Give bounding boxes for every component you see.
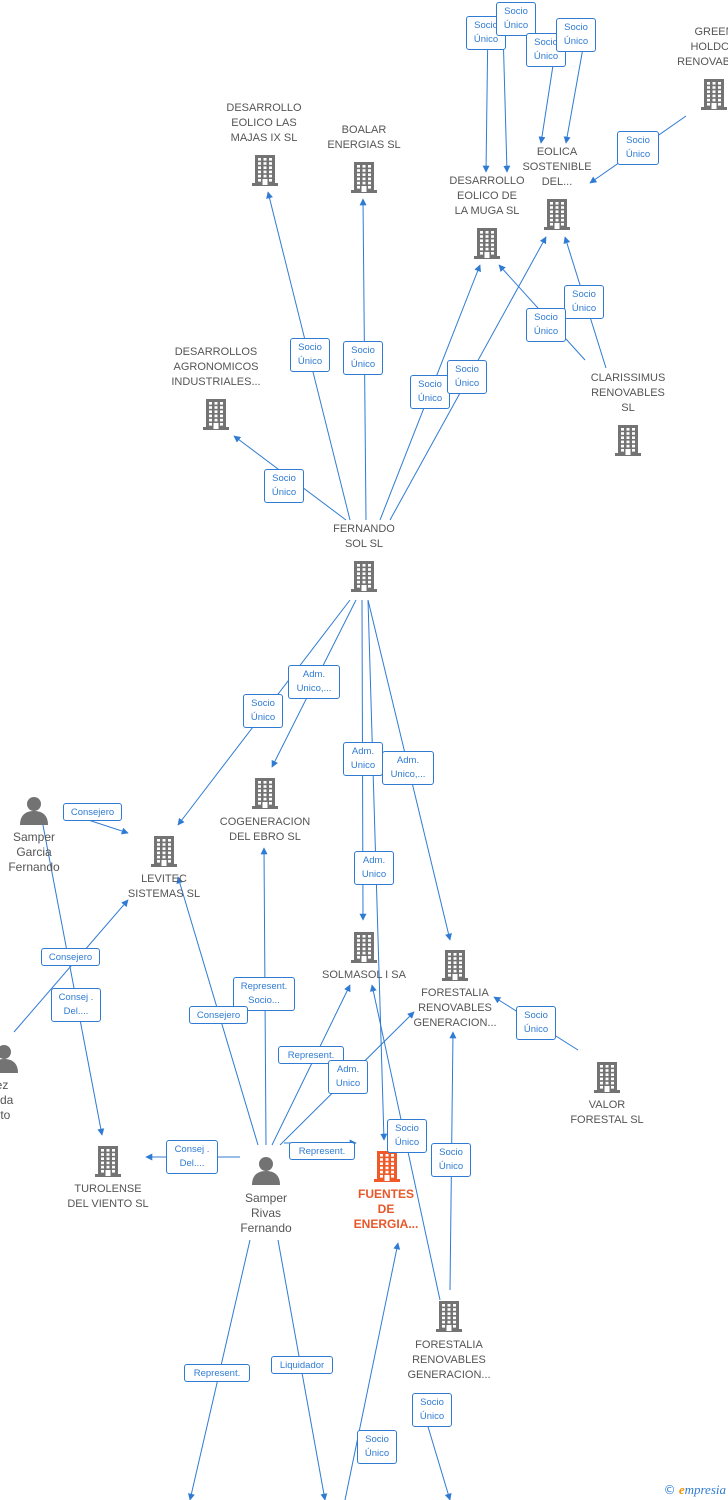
building-icon[interactable] xyxy=(350,160,378,199)
relation-label[interactable]: Socio Único xyxy=(410,375,450,409)
node-label[interactable]: TUROLENSE DEL VIENTO SL xyxy=(67,1183,149,1210)
node-label[interactable]: FORESTALIA RENOVABLES GENERACION... xyxy=(407,1339,491,1381)
brand-name: mpresia xyxy=(684,1482,726,1497)
relation-label[interactable]: Socio Único xyxy=(412,1393,452,1427)
node-label[interactable]: DESARROLLO EOLICO DE LA MUGA SL xyxy=(449,175,525,217)
relation-label[interactable]: Socio Único xyxy=(290,338,330,372)
relation-label[interactable]: Socio Único xyxy=(564,285,604,319)
relation-label[interactable]: Socio Único xyxy=(496,2,536,36)
relation-label[interactable]: Represent. xyxy=(278,1046,344,1064)
relation-label[interactable]: Socio Único xyxy=(556,18,596,52)
edge-line xyxy=(13,899,129,1033)
node-label[interactable]: Samper Rivas Fernando xyxy=(240,1191,292,1235)
node-label[interactable]: COGENERACION DEL EBRO SL xyxy=(219,816,311,843)
building-icon[interactable] xyxy=(202,397,230,436)
node-label[interactable]: EOLICA SOSTENIBLE DEL... xyxy=(522,146,592,188)
brand-initial: e xyxy=(678,1482,685,1497)
node-label[interactable]: CLARISSIMUS RENOVABLES SL xyxy=(590,372,666,414)
building-icon[interactable] xyxy=(373,1149,401,1188)
node-label[interactable]: SOLMASOL I SA xyxy=(322,969,406,981)
watermark: © empresia xyxy=(664,1482,726,1498)
relation-label[interactable]: Represent. xyxy=(289,1142,355,1160)
relation-label[interactable]: Consejero xyxy=(41,948,100,966)
relation-label[interactable]: Socio Único xyxy=(447,360,487,394)
building-icon[interactable] xyxy=(94,1144,122,1183)
relation-label[interactable]: Liquidador xyxy=(271,1356,333,1374)
building-icon[interactable] xyxy=(350,930,378,969)
node-label[interactable]: VALOR FORESTAL SL xyxy=(570,1099,644,1126)
relation-label[interactable]: Socio Único xyxy=(387,1119,427,1153)
node-label[interactable]: FERNANDO SOL SL xyxy=(333,523,395,550)
building-icon[interactable] xyxy=(350,559,378,598)
node-label[interactable]: GREEN HOLDCO RENOVABLES xyxy=(677,26,728,68)
relation-label[interactable]: Adm. Unico xyxy=(343,742,383,776)
node-label[interactable]: DESARROLLOS AGRONOMICOS INDUSTRIALES... xyxy=(171,346,261,388)
relation-label[interactable]: Socio Único xyxy=(431,1143,471,1177)
relation-label[interactable]: Socio Único xyxy=(526,308,566,342)
person-icon[interactable] xyxy=(251,1155,281,1190)
node-label[interactable]: Samper Garcia Fernando xyxy=(8,830,60,874)
building-icon[interactable] xyxy=(593,1060,621,1099)
edge-line xyxy=(502,29,511,173)
node-label[interactable]: FUENTES DE ENERGIA... xyxy=(353,1187,419,1231)
building-icon[interactable] xyxy=(473,226,501,265)
building-icon[interactable] xyxy=(700,77,728,116)
relation-label[interactable]: Consejero xyxy=(189,1006,248,1024)
building-icon[interactable] xyxy=(543,197,571,236)
building-icon[interactable] xyxy=(614,423,642,462)
relation-label[interactable]: Socio Único xyxy=(357,1430,397,1464)
relation-label[interactable]: Consejero xyxy=(63,803,122,821)
relation-label[interactable]: Socio Único xyxy=(243,694,283,728)
building-icon[interactable] xyxy=(435,1299,463,1338)
relation-label[interactable]: Represent. Socio... xyxy=(233,977,295,1011)
edge-line xyxy=(41,819,105,1136)
relation-label[interactable]: Socio Único xyxy=(617,131,659,165)
node-label[interactable]: LEVITEC SISTEMAS SL xyxy=(127,873,201,900)
relation-label[interactable]: Consej . Del.... xyxy=(51,988,101,1022)
person-icon[interactable] xyxy=(0,1043,19,1078)
building-icon[interactable] xyxy=(441,948,469,987)
node-label[interactable]: BOALAR ENERGIAS SL xyxy=(327,124,401,151)
relation-label[interactable]: Socio Único xyxy=(516,1006,556,1040)
relation-label[interactable]: Socio Único xyxy=(264,469,304,503)
relation-label[interactable]: Adm. Unico xyxy=(328,1060,368,1094)
relation-label[interactable]: Adm. Unico,... xyxy=(288,665,340,699)
relation-label[interactable]: Socio Único xyxy=(343,341,383,375)
building-icon[interactable] xyxy=(251,776,279,815)
relation-label[interactable]: Adm. Unico xyxy=(354,851,394,885)
relation-label[interactable]: Adm. Unico,... xyxy=(382,751,434,785)
edge-line xyxy=(344,1242,401,1500)
node-label[interactable]: DESARROLLO EOLICO LAS MAJAS IX SL xyxy=(226,102,302,144)
node-label[interactable]: rez eeda erto xyxy=(0,1078,14,1122)
relation-label[interactable]: Consej . Del.... xyxy=(166,1140,218,1174)
copyright-symbol: © xyxy=(663,1483,676,1497)
building-icon[interactable] xyxy=(150,834,178,873)
relation-label[interactable]: Represent. xyxy=(184,1364,250,1382)
building-icon[interactable] xyxy=(251,153,279,192)
node-label[interactable]: FORESTALIA RENOVABLES GENERACION... xyxy=(413,987,497,1029)
person-icon[interactable] xyxy=(19,795,49,830)
edge-line xyxy=(271,984,351,1146)
